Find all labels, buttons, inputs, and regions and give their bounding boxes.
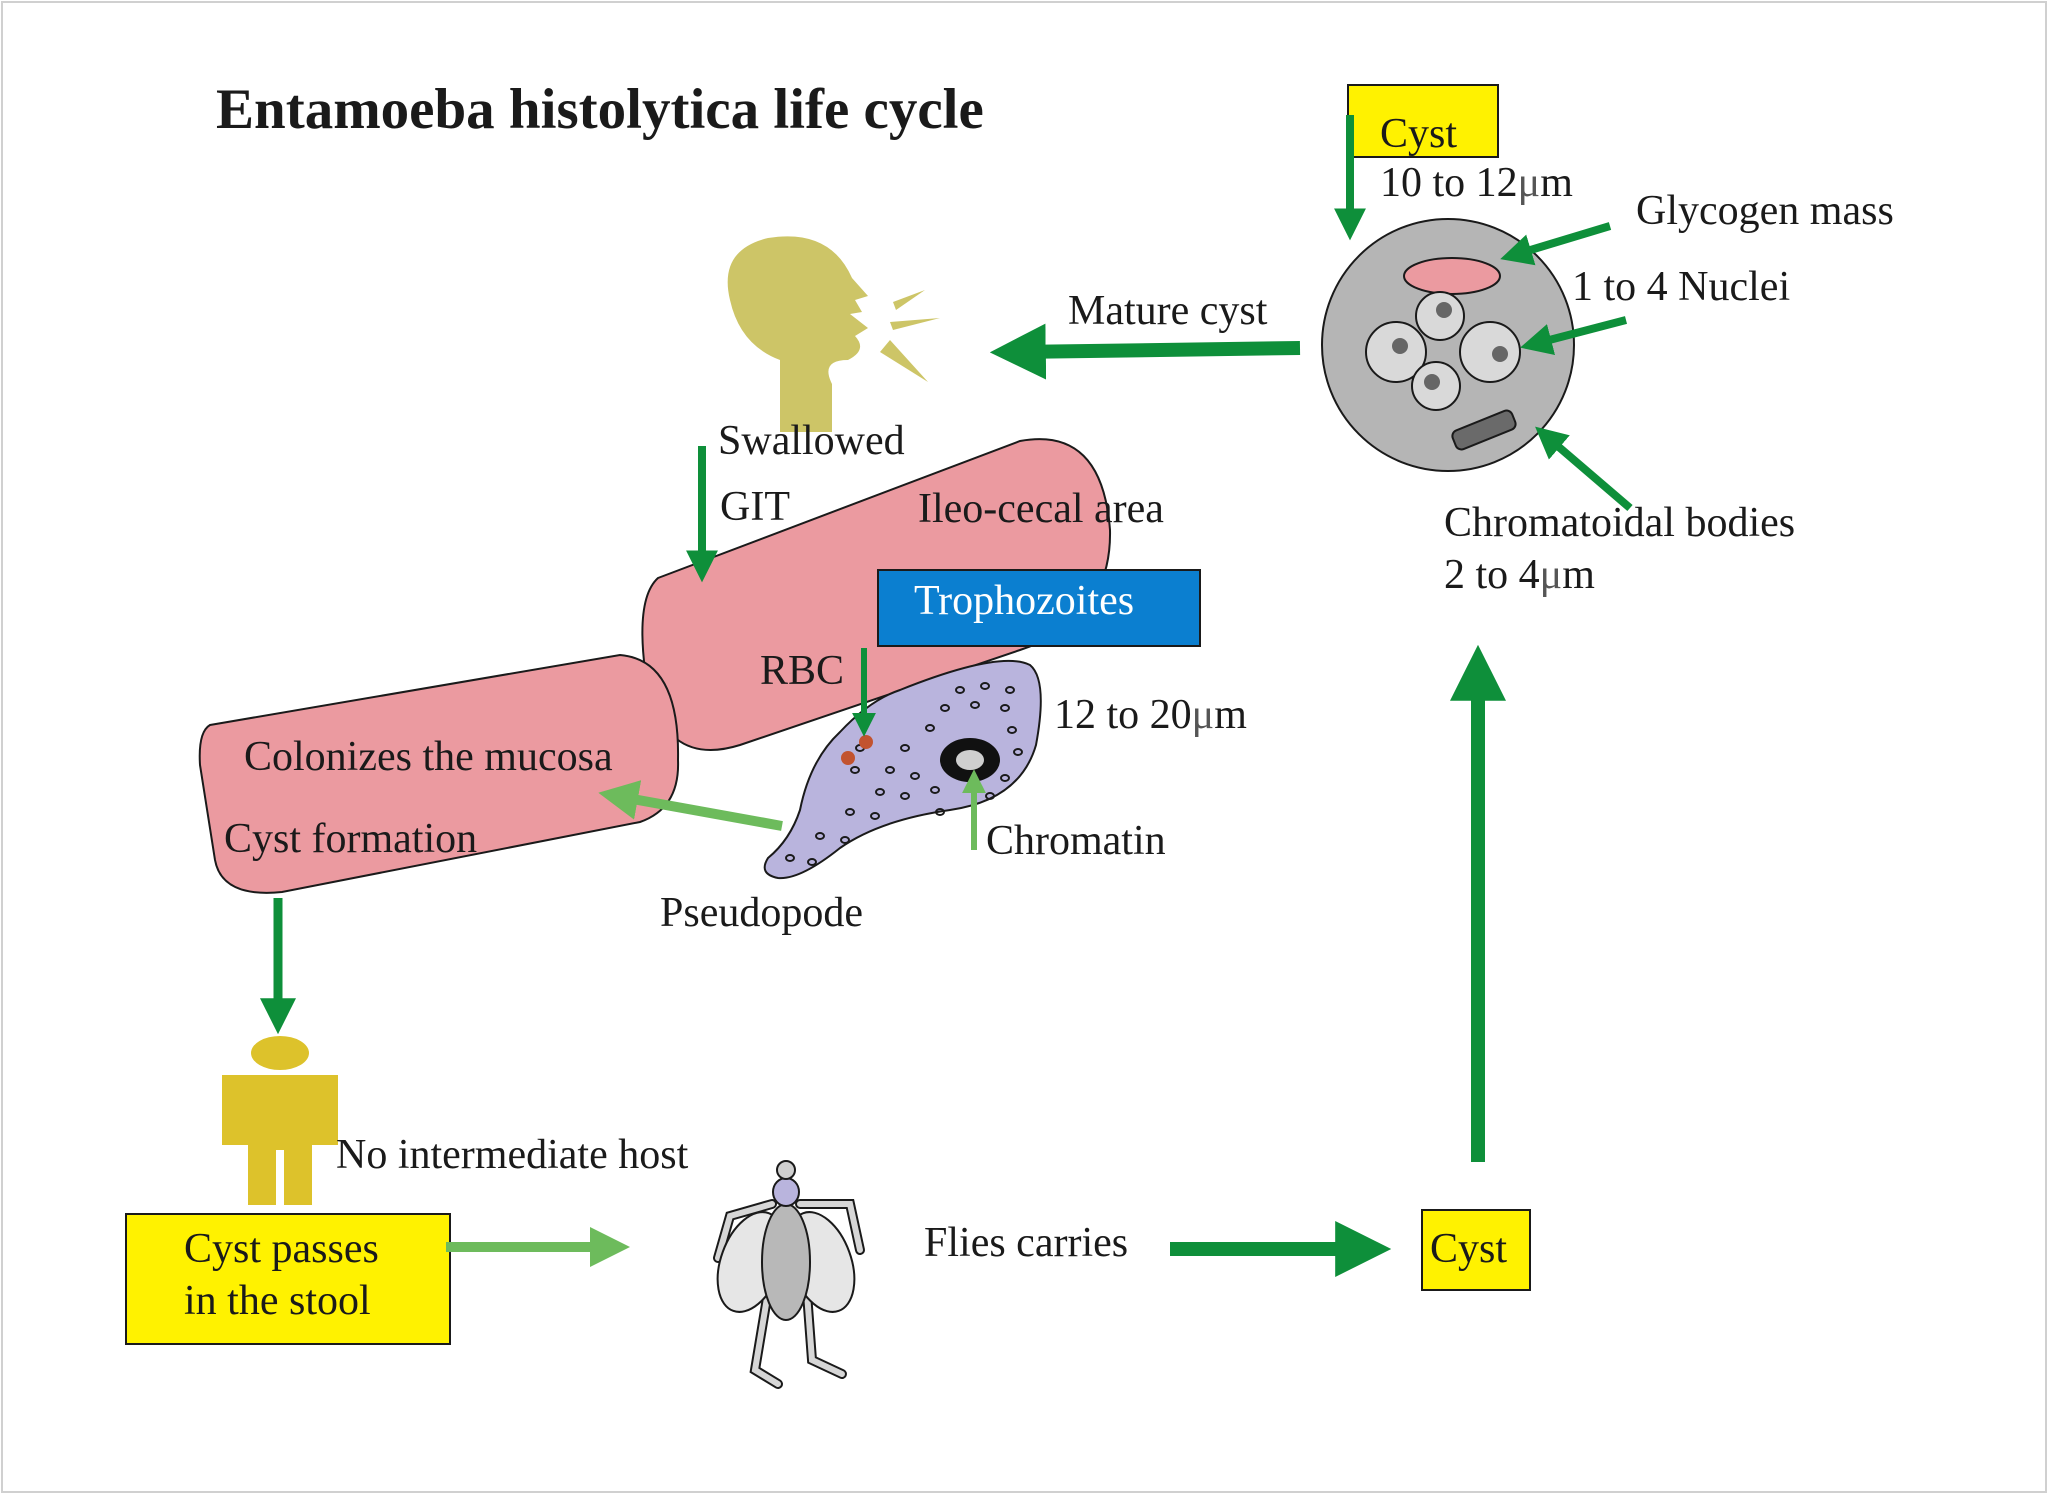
cyst-bottom-box — [1421, 1209, 1531, 1291]
glycogen-mass — [1403, 257, 1501, 295]
git-label: GIT — [720, 484, 790, 530]
cyst-bottom-label: Cyst — [1430, 1226, 1507, 1272]
no-intermediate-host-label: No intermediate host — [336, 1132, 689, 1178]
cyst-top-label: Cyst — [1380, 111, 1457, 157]
trophozoites-label: Trophozoites — [914, 578, 1134, 624]
trophozoites-box — [877, 569, 1201, 647]
chromatoidal-bodies-label: Chromatoidal bodies — [1444, 500, 1795, 546]
fly-abdomen — [761, 1203, 811, 1321]
nuclei-label: 1 to 4 Nuclei — [1572, 264, 1790, 310]
rbc-2 — [841, 751, 855, 765]
colonizes-label: Colonizes the mucosa — [244, 734, 613, 780]
person-icon — [222, 1036, 338, 1205]
fly-thorax — [772, 1177, 800, 1207]
person-body — [222, 1075, 338, 1205]
head-icon — [727, 236, 940, 432]
flies-carries-label: Flies carries — [924, 1220, 1128, 1266]
arrow-nuclei — [1520, 316, 1628, 356]
glycogen-mass-label: Glycogen mass — [1636, 188, 1894, 234]
chromatin-label: Chromatin — [986, 818, 1166, 864]
cyst-cell — [1321, 218, 1575, 472]
arrow-colonize — [598, 780, 783, 831]
karyosome-1 — [1436, 302, 1452, 318]
rbc-label: RBC — [760, 648, 844, 694]
person-head — [251, 1036, 309, 1070]
nuclei — [1365, 291, 1521, 411]
karyosome-3 — [1492, 346, 1508, 362]
arrow-glycogen — [1500, 222, 1612, 266]
intestine-icon — [198, 438, 1112, 894]
breath-mark-1 — [880, 340, 928, 382]
intestine-segment-lower — [198, 653, 680, 894]
ileo-cecal-label: Ileo-cecal area — [918, 486, 1164, 532]
fly-head — [776, 1160, 796, 1180]
cyst-size-label: 10 to 12μm — [1380, 160, 1573, 206]
mature-cyst-label: Mature cyst — [1068, 288, 1268, 334]
fly-legs — [715, 1201, 863, 1387]
nucleus-3 — [1459, 321, 1521, 383]
breath-mark-3 — [893, 290, 925, 310]
karyosome-4 — [1424, 374, 1440, 390]
cyst-passes-line2: in the stool — [184, 1278, 371, 1324]
diagram-title: Entamoeba histolytica life cycle — [216, 78, 984, 141]
karyosome-2 — [1392, 338, 1408, 354]
arrow-chromatoidal — [1535, 426, 1633, 512]
cyst-formation-label: Cyst formation — [224, 816, 477, 862]
chromatoidal-size-label: 2 to 4μm — [1444, 552, 1595, 598]
fly-icon — [713, 1160, 865, 1389]
cyst-cell-icon — [1321, 218, 1575, 472]
head-silhouette — [727, 236, 868, 432]
chromatin-core — [956, 750, 984, 770]
pseudopode-label: Pseudopode — [660, 890, 863, 936]
arrow-mature-cyst — [989, 323, 1301, 380]
rbc-1 — [859, 735, 873, 749]
trophozoite-body — [763, 659, 1042, 880]
tropho-size-label: 12 to 20μm — [1054, 692, 1247, 738]
breath-mark-2 — [890, 318, 940, 330]
arrows — [260, 115, 1633, 1277]
cyst-passes-line1: Cyst passes — [184, 1226, 379, 1272]
chromatoidal-body — [1451, 409, 1517, 451]
cyst-passes-box — [125, 1213, 451, 1345]
swallowed-label: Swallowed — [718, 418, 905, 464]
